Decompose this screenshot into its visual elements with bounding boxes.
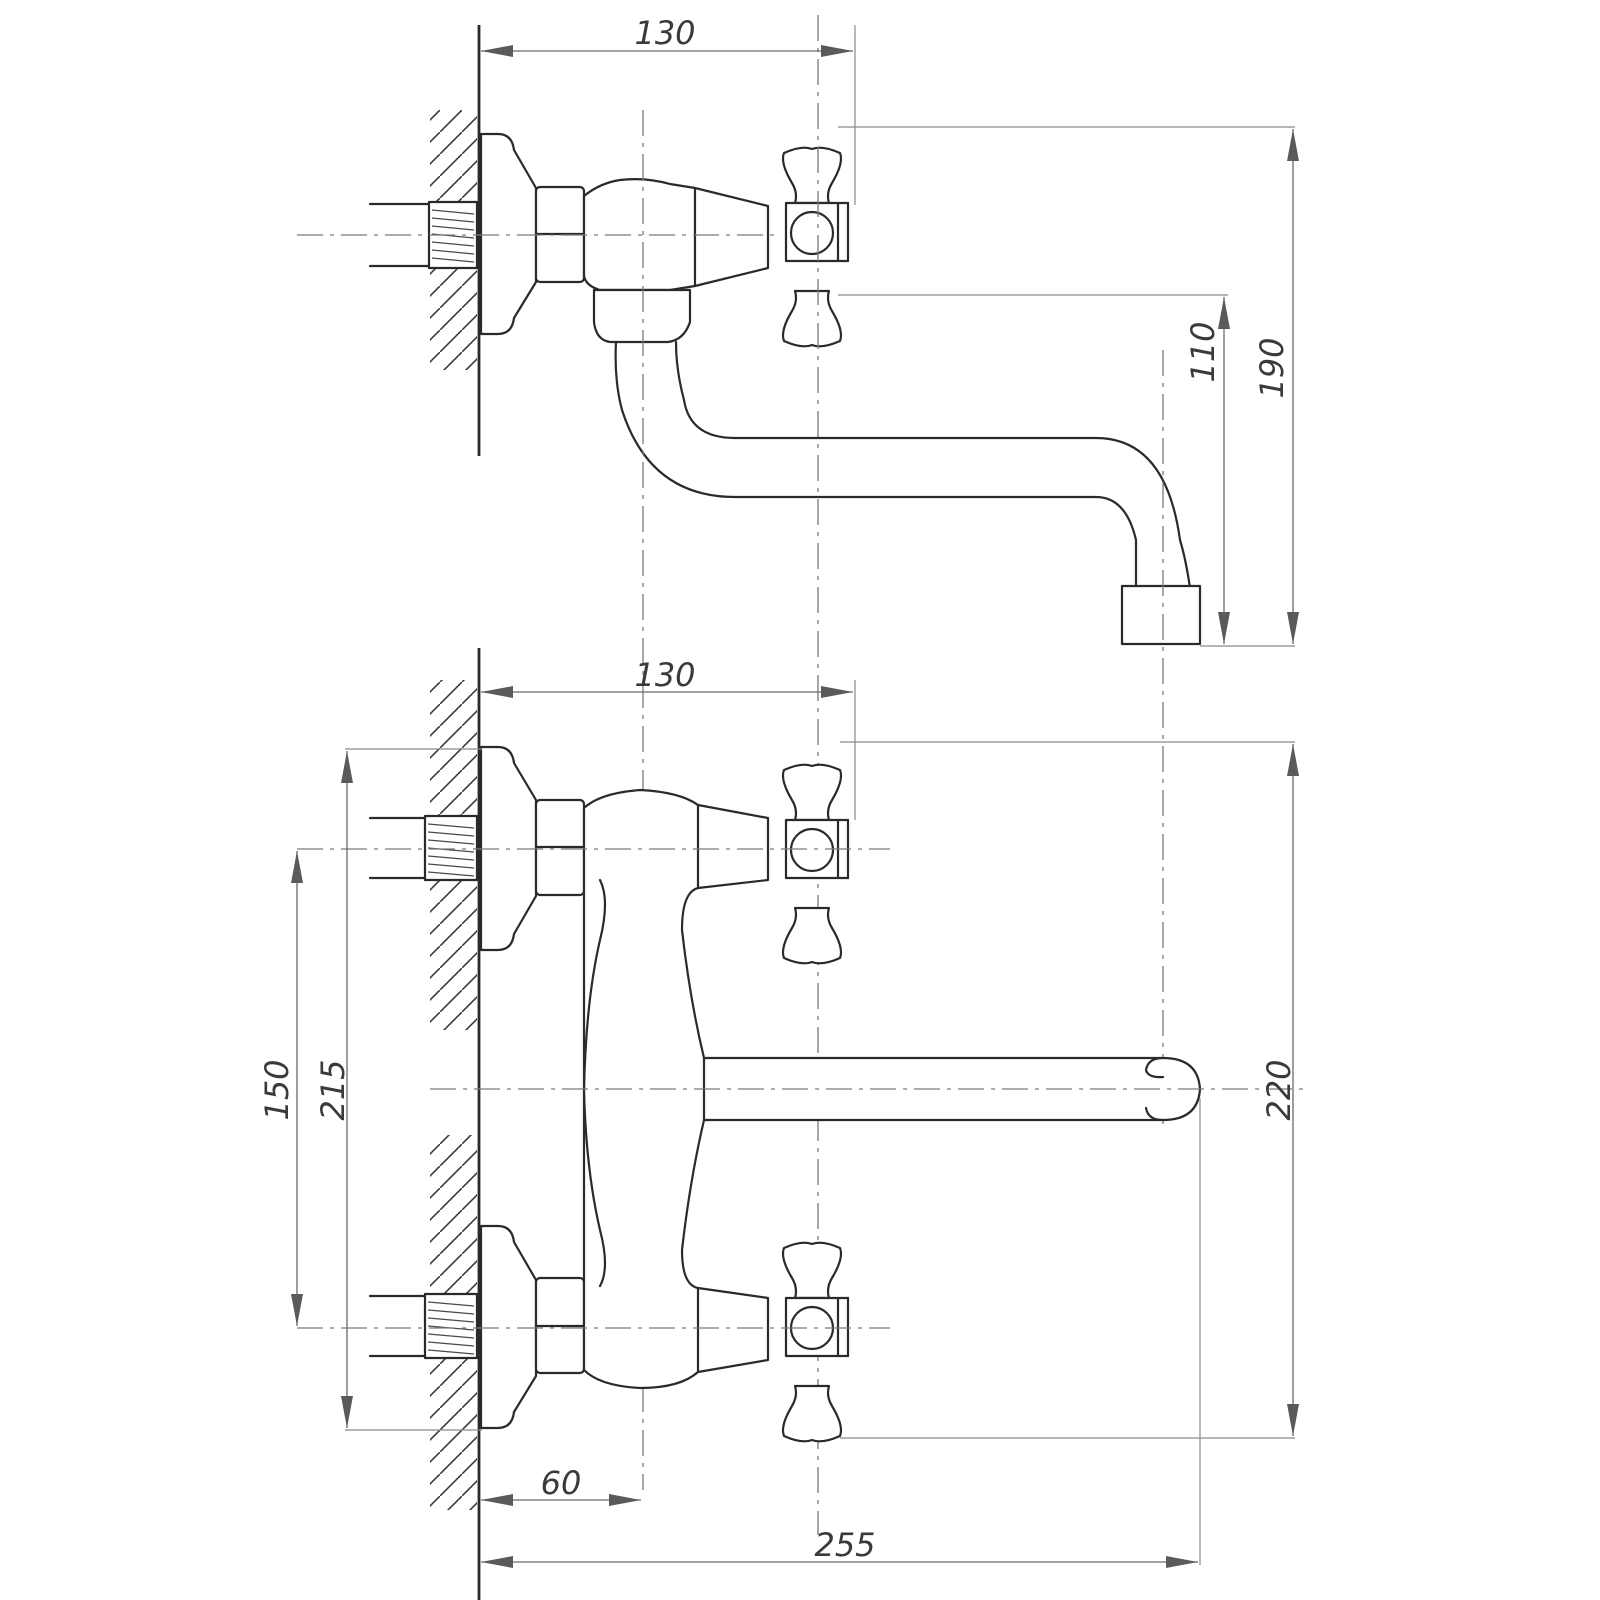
dim-escutcheon-span-label: 215 bbox=[314, 1059, 352, 1120]
hex-nut-lower bbox=[534, 1276, 586, 1375]
dim-total-height-front-label: 220 bbox=[1260, 1059, 1298, 1120]
dimension-escutcheon-span: 215 bbox=[314, 751, 353, 1428]
dim-axis-offset-label: 60 bbox=[541, 1464, 582, 1502]
valve-handle-lower bbox=[781, 1241, 850, 1443]
valve-handle-top bbox=[781, 146, 850, 348]
spout-neck-top bbox=[592, 288, 692, 344]
dimension-outlet-height: 110 bbox=[1184, 297, 1230, 644]
escutcheon-top bbox=[479, 132, 538, 336]
spout-top bbox=[614, 340, 1192, 590]
dimension-inlet-spacing: 150 bbox=[258, 851, 303, 1326]
hex-nut-upper bbox=[534, 798, 586, 897]
dim-spout-reach-label: 255 bbox=[814, 1526, 875, 1564]
dim-bottom-width-label: 130 bbox=[634, 656, 695, 694]
threaded-inlet-lower bbox=[368, 1292, 479, 1360]
dimension-bottom-width: 130 bbox=[481, 656, 856, 820]
dimension-axis-offset: 60 bbox=[481, 1464, 641, 1506]
dim-top-width-label: 130 bbox=[634, 14, 695, 52]
aerator-top bbox=[1120, 584, 1202, 646]
dim-total-height-top-label: 190 bbox=[1253, 337, 1291, 398]
dimension-top-width: 130 bbox=[481, 14, 856, 205]
dim-inlet-spacing-label: 150 bbox=[258, 1059, 296, 1120]
threaded-inlet-upper bbox=[368, 814, 479, 882]
side-view: 130 110 190 bbox=[297, 14, 1299, 1535]
dimension-total-height-top: 190 bbox=[1253, 129, 1299, 644]
valve-handle-upper bbox=[781, 763, 850, 965]
escutcheon-lower bbox=[479, 1224, 538, 1430]
valve-body-top bbox=[582, 178, 770, 292]
front-view: 130 150 215 220 60 bbox=[258, 648, 1310, 1600]
dimension-spout-reach: 255 bbox=[481, 1526, 1198, 1568]
dimension-total-height-front: 220 bbox=[1260, 744, 1299, 1436]
dim-outlet-height-label: 110 bbox=[1184, 321, 1222, 382]
